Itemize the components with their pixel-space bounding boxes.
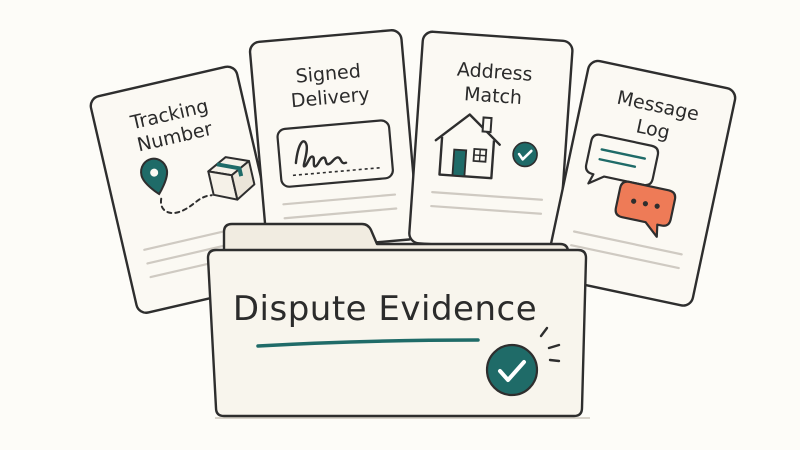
folder-title: Dispute Evidence xyxy=(233,289,537,329)
check-circle-icon xyxy=(485,326,561,397)
package-route-icon xyxy=(140,156,256,214)
signature-icon xyxy=(276,119,394,188)
evidence-folder: Dispute Evidence xyxy=(206,222,588,418)
card-title-line-2: Match xyxy=(463,83,522,109)
chat-bubbles-icon xyxy=(584,133,677,238)
card-message-log: Message Log xyxy=(544,59,737,307)
card-address-match: Address Match xyxy=(408,30,574,254)
card-signed-delivery: Signed Delivery xyxy=(248,29,420,253)
card-title-line-1: Address xyxy=(456,59,533,86)
folder-title-underline xyxy=(256,338,480,348)
house-check-icon xyxy=(434,113,538,180)
